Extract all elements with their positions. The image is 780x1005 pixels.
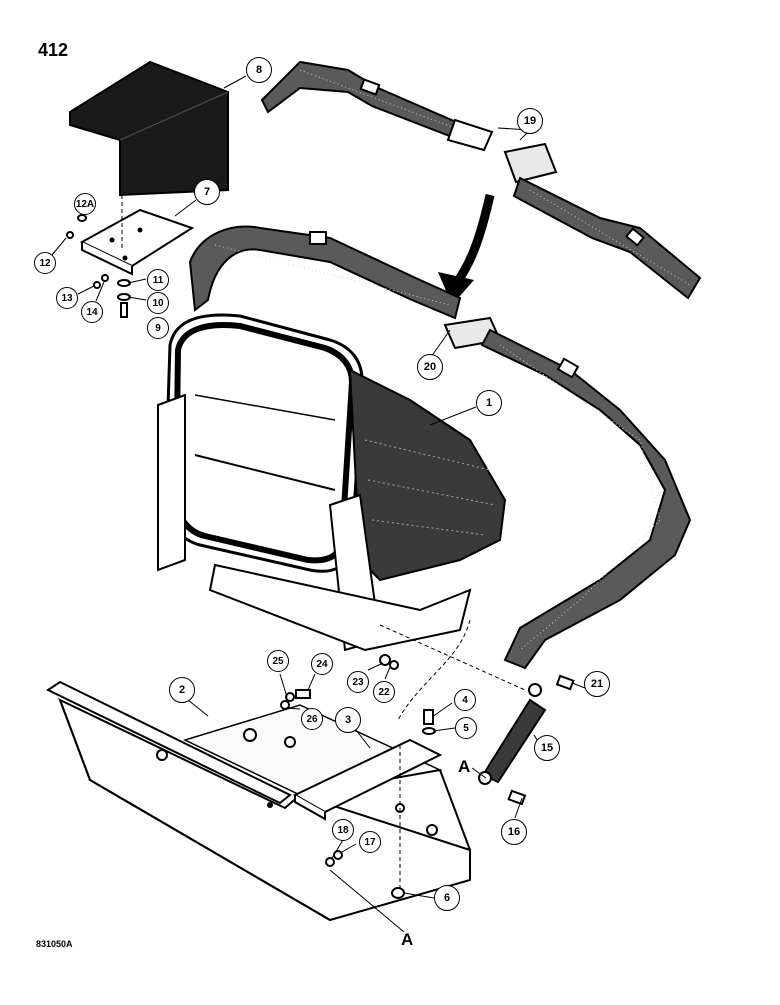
callout-23: 23 bbox=[347, 671, 369, 693]
leader-14 bbox=[95, 281, 105, 302]
leader-2 bbox=[187, 699, 209, 717]
leader-13 bbox=[77, 285, 95, 295]
leader-8 bbox=[223, 75, 247, 89]
mounting-plate bbox=[292, 738, 443, 836]
callout-9: 9 bbox=[147, 317, 169, 339]
callout-20: 20 bbox=[417, 354, 443, 380]
dashed-mount-line bbox=[397, 619, 471, 721]
leader-18 bbox=[331, 839, 344, 859]
callout-14: 14 bbox=[81, 301, 103, 323]
leader-4 bbox=[431, 702, 453, 718]
seat-assembly bbox=[157, 313, 507, 652]
callout-1: 1 bbox=[476, 390, 502, 416]
leader-3 bbox=[355, 729, 371, 749]
callout-25: 25 bbox=[267, 650, 289, 672]
seat-belt-detail bbox=[260, 60, 702, 300]
leader-1 bbox=[429, 406, 477, 426]
callout-5: 5 bbox=[455, 717, 477, 739]
callout-19: 19 bbox=[517, 108, 543, 134]
fasteners bbox=[280, 654, 575, 899]
callout-10: 10 bbox=[147, 292, 169, 314]
leader-21 bbox=[571, 682, 586, 689]
callout-8: 8 bbox=[246, 57, 272, 83]
figure-id: 831050A bbox=[36, 939, 73, 949]
callout-7: 7 bbox=[194, 179, 220, 205]
leader-7 bbox=[174, 199, 197, 217]
callout-15: 15 bbox=[534, 735, 560, 761]
callout-24: 24 bbox=[311, 653, 333, 675]
callout-21: 21 bbox=[584, 671, 610, 697]
armrest-pad bbox=[69, 60, 229, 197]
leader-22 bbox=[384, 666, 391, 680]
callout-13: 13 bbox=[56, 287, 78, 309]
callout-12: 12 bbox=[34, 252, 56, 274]
dashed-belt-line bbox=[379, 624, 526, 691]
detail-arrow bbox=[438, 194, 495, 305]
callout-4: 4 bbox=[454, 689, 476, 711]
leader-26 bbox=[285, 707, 301, 710]
section-marker-lower: A bbox=[401, 930, 414, 949]
callout-3: 3 bbox=[335, 707, 361, 733]
callout-18: 18 bbox=[332, 819, 354, 841]
page-number: 412 bbox=[38, 40, 69, 60]
armrest-bracket bbox=[79, 208, 195, 276]
leader-24 bbox=[307, 673, 316, 691]
callout-2: 2 bbox=[169, 677, 195, 703]
main-seat-belt bbox=[188, 225, 692, 670]
callout-17: 17 bbox=[359, 831, 381, 853]
leader-12 bbox=[51, 237, 67, 256]
leader-a-upper bbox=[471, 767, 487, 779]
armrest-hardware bbox=[66, 214, 131, 318]
callout-22: 22 bbox=[373, 681, 395, 703]
leader-17 bbox=[341, 843, 357, 853]
leader-6 bbox=[403, 892, 435, 899]
leader-25 bbox=[279, 673, 288, 698]
leader-a-lower bbox=[329, 869, 405, 933]
leader-5 bbox=[432, 727, 456, 732]
callout-6: 6 bbox=[434, 885, 460, 911]
callout-16: 16 bbox=[501, 819, 527, 845]
leader-23 bbox=[367, 662, 384, 671]
seat-pan bbox=[45, 680, 471, 922]
leader-10 bbox=[127, 296, 147, 301]
leader-20 bbox=[430, 329, 451, 358]
leader-16 bbox=[514, 797, 523, 819]
leader-11 bbox=[127, 278, 147, 284]
section-marker-upper: A bbox=[458, 757, 471, 776]
callout-12a: 12A bbox=[74, 193, 96, 215]
callout-11: 11 bbox=[147, 269, 169, 291]
callout-26: 26 bbox=[301, 708, 323, 730]
